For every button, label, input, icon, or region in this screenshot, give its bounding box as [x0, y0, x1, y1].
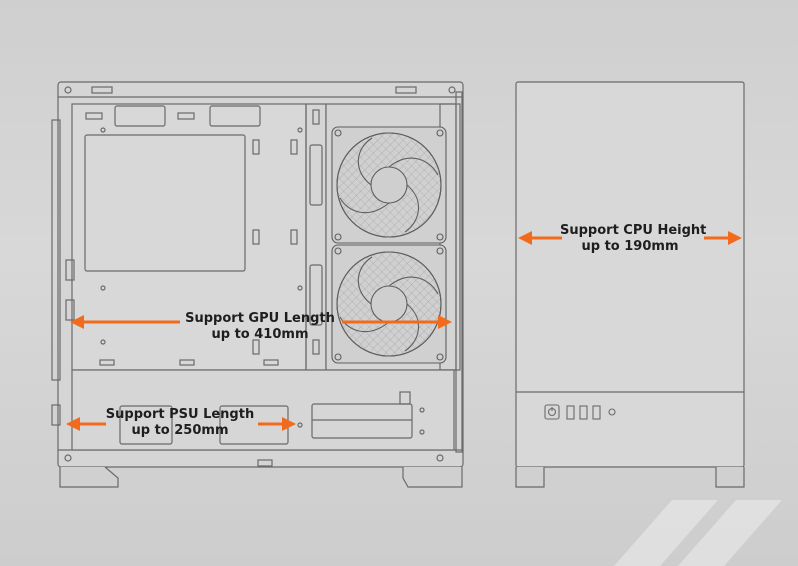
- cpu-height-label: Support CPU Height up to 190mm: [560, 223, 707, 255]
- audio-jack-icon: [608, 408, 616, 416]
- usb-c-port-icon: [592, 405, 601, 420]
- usb-port-icon: [566, 405, 575, 420]
- gpu-length-arrow: [70, 315, 452, 329]
- fan-bottom: [331, 244, 447, 364]
- gpu-length-value: up to 410mm: [211, 327, 309, 342]
- psu-length-title: Support PSU Length: [105, 407, 255, 422]
- usb-port-icon: [579, 405, 588, 420]
- fan-top: [331, 126, 447, 244]
- cpu-height-arrow: [518, 231, 742, 245]
- gpu-length-label: Support GPU Length up to 410mm: [180, 311, 340, 343]
- psu-length-value: up to 250mm: [131, 423, 229, 438]
- decorative-stripes: [614, 500, 782, 566]
- cpu-height-value: up to 190mm: [581, 239, 679, 254]
- case-front-view: [515, 81, 745, 488]
- front-io-panel: [544, 404, 616, 420]
- power-button-icon: [544, 404, 560, 420]
- psu-length-arrow: [66, 417, 296, 431]
- cpu-height-title: Support CPU Height: [560, 223, 707, 238]
- gpu-length-title: Support GPU Length: [185, 311, 335, 326]
- case-side-view: [51, 81, 464, 488]
- psu-length-label: Support PSU Length up to 250mm: [102, 407, 258, 439]
